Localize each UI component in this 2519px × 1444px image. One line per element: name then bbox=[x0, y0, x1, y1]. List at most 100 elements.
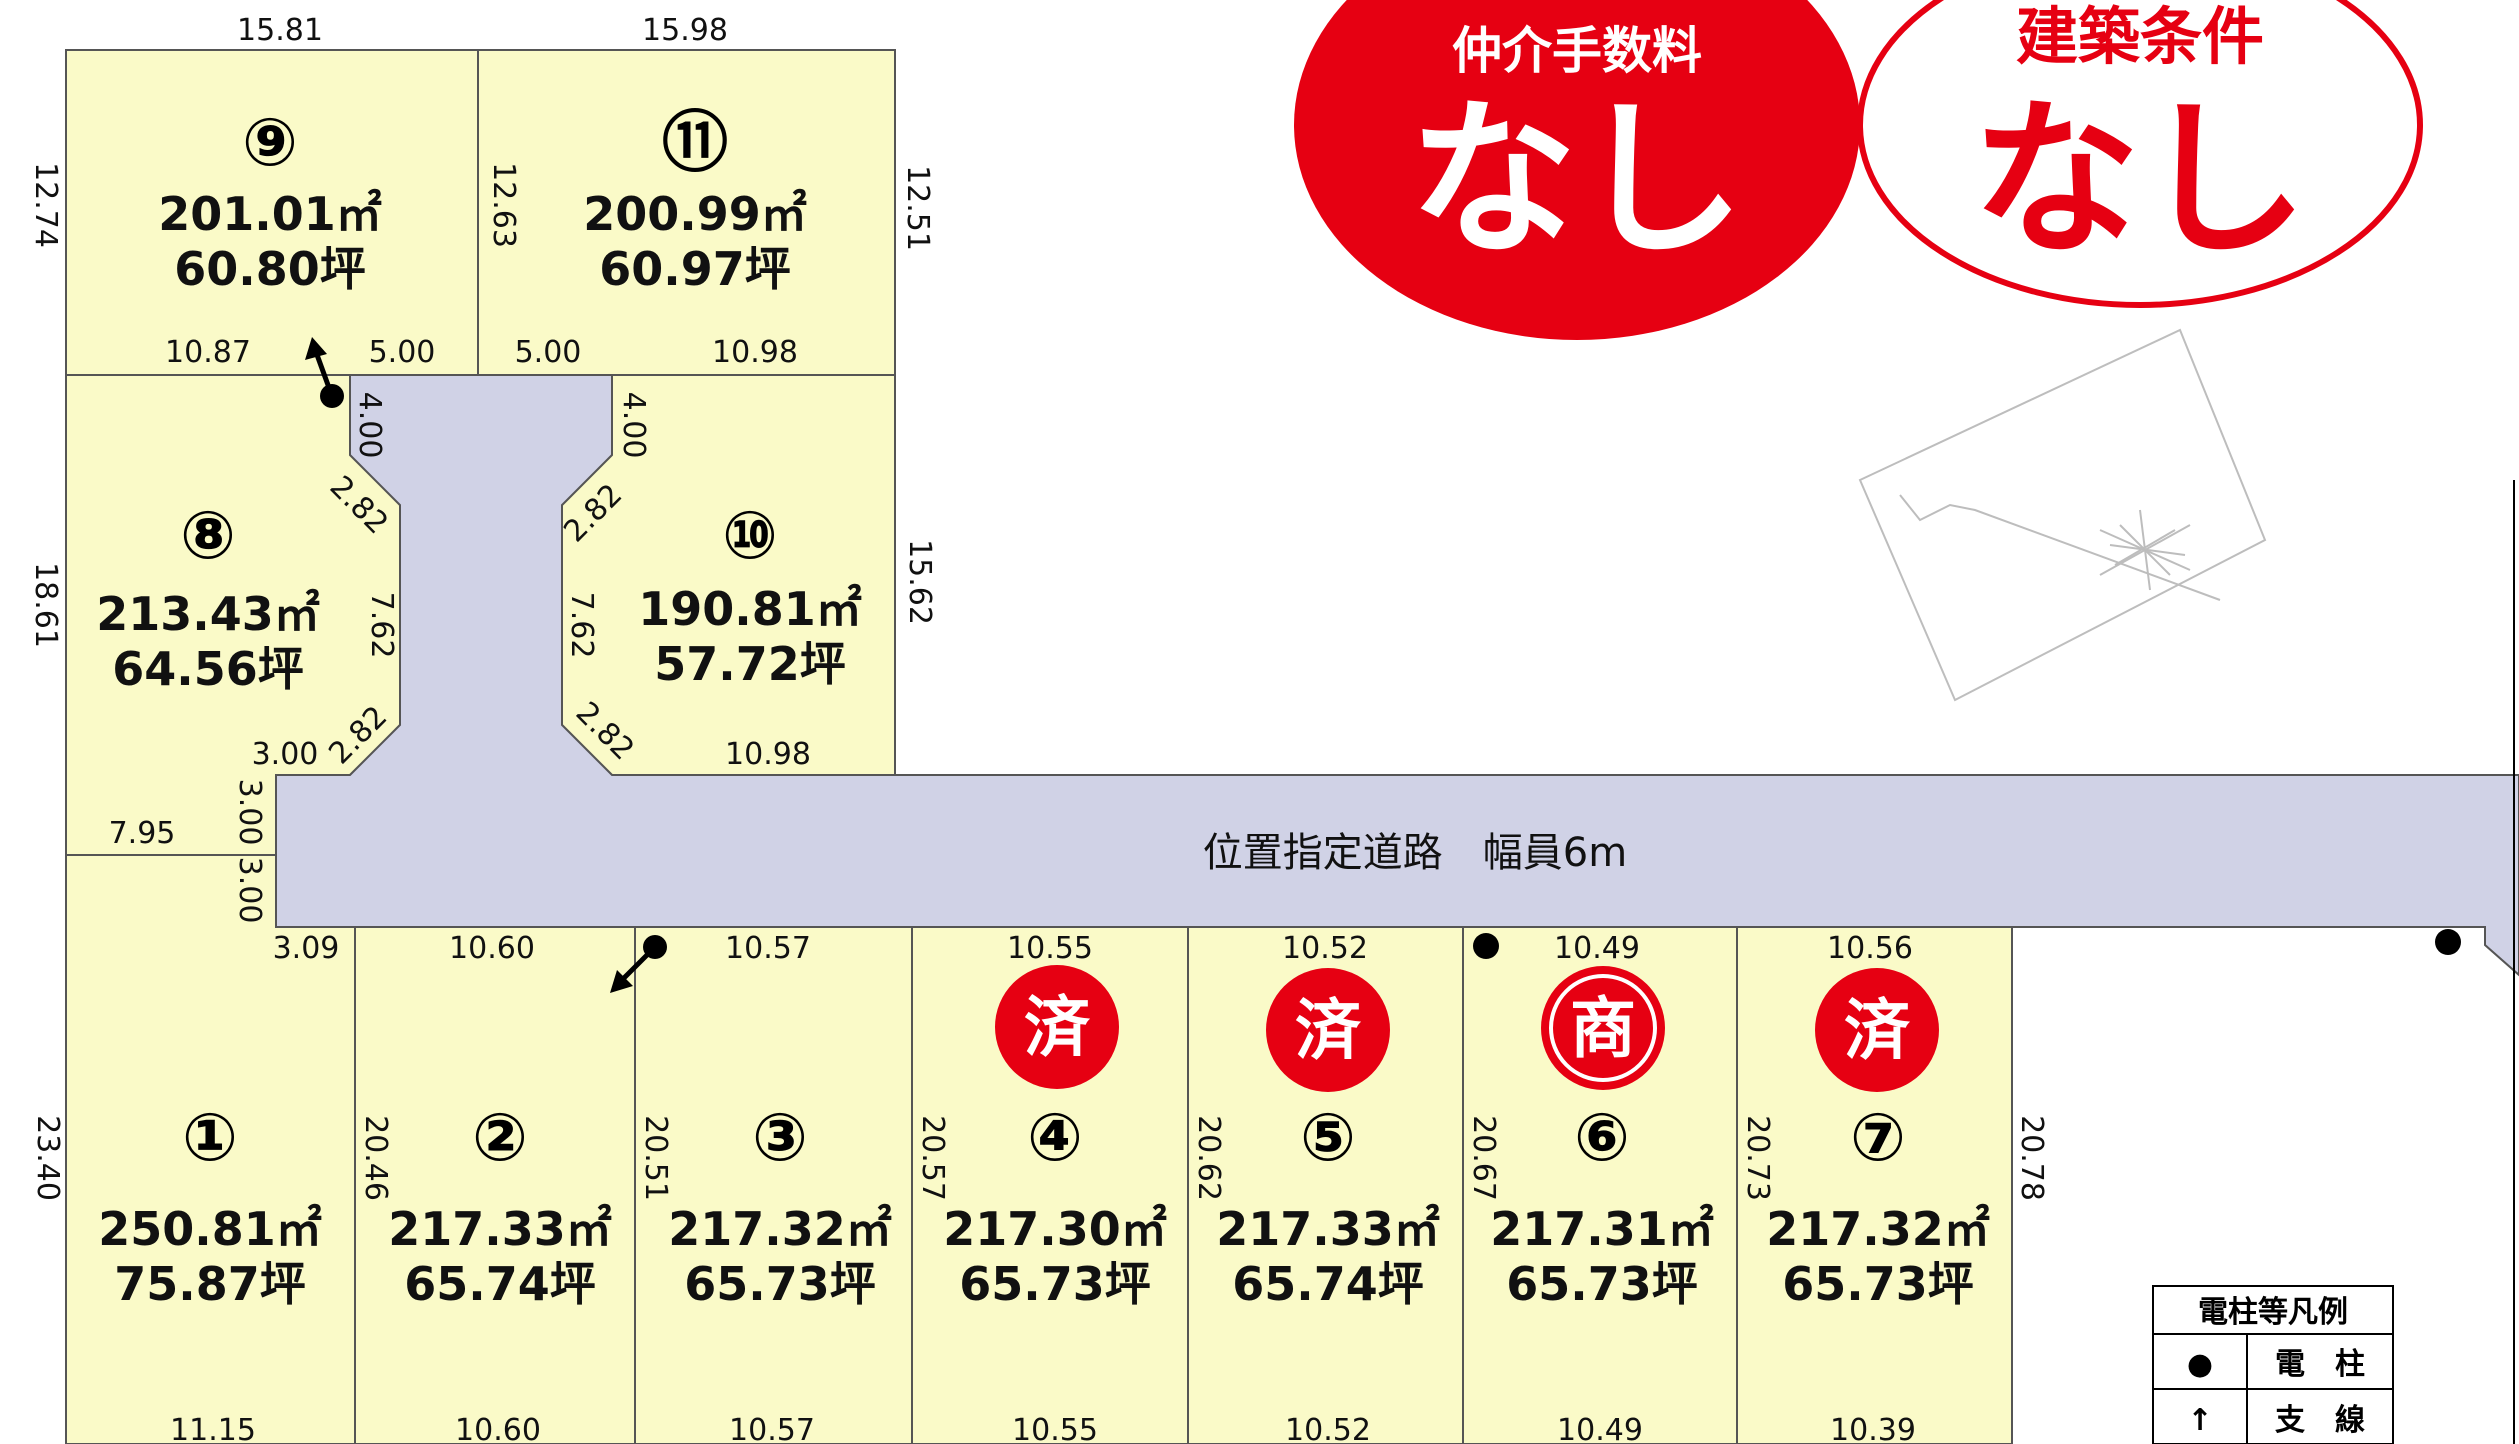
guy-wire-icon bbox=[313, 351, 335, 397]
lot-6-area-tsubo: 65.73坪 bbox=[1506, 1257, 1698, 1311]
lot-6-area-m2: 217.31㎡ bbox=[1490, 1202, 1714, 1256]
guy-wire-arrowhead-icon bbox=[610, 970, 633, 993]
lot-8-area-m2: 213.43㎡ bbox=[96, 587, 320, 641]
lot-10-number: ⑩ bbox=[722, 497, 778, 574]
lot-3-number: ③ bbox=[752, 1099, 808, 1176]
dim-right-10: 15.62 bbox=[902, 539, 937, 625]
dim-left-11: 12.63 bbox=[486, 162, 521, 248]
legend-pole-symbol: ● bbox=[2187, 1347, 2213, 1382]
lot-4-area-m2: 217.30㎡ bbox=[943, 1202, 1167, 1256]
lot-5-status-text: 済 bbox=[1295, 992, 1362, 1069]
lot-5-area-tsubo: 65.74坪 bbox=[1232, 1257, 1424, 1311]
lot-10-area-m2: 190.81㎡ bbox=[638, 582, 862, 636]
lot-1-area-tsubo: 75.87坪 bbox=[114, 1257, 306, 1311]
dim-top-11: 15.98 bbox=[642, 13, 728, 48]
dim-bottom-9-b: 5.00 bbox=[369, 335, 436, 370]
lot-8-area-tsubo: 64.56坪 bbox=[112, 642, 304, 696]
lot-7-area-m2: 217.32㎡ bbox=[1766, 1202, 1990, 1256]
badge-no-commission-main: なし bbox=[1409, 82, 1745, 278]
lot-5-number: ⑤ bbox=[1300, 1099, 1356, 1176]
lot-6-negotiation-ring bbox=[1549, 974, 1657, 1082]
lot-11-shape[interactable] bbox=[477, 49, 896, 376]
lot-7-sold-stamp bbox=[1815, 968, 1939, 1092]
lot-9-area-m2: 201.01㎡ bbox=[158, 187, 382, 241]
dim-left-4: 20.57 bbox=[915, 1115, 950, 1201]
legend-title: 電柱等凡例 bbox=[2198, 1295, 2348, 1330]
badge-no-commission-top: 仲介手数料 bbox=[1452, 22, 1702, 80]
dim-left-9: 12.74 bbox=[28, 162, 63, 248]
guy-wire-arrowhead-icon bbox=[305, 337, 327, 360]
dim-left-8: 18.61 bbox=[28, 562, 63, 648]
lot-6-number: ⑥ bbox=[1574, 1099, 1630, 1176]
dim-lot8-notch: 3.00 bbox=[252, 737, 319, 772]
dim-left-1: 23.40 bbox=[30, 1115, 65, 1201]
dim-top-4: 10.55 bbox=[1007, 931, 1093, 966]
lot-9-area-tsubo: 60.80坪 bbox=[174, 242, 366, 296]
guy-wire-icon bbox=[620, 945, 657, 982]
lot-labels: ⑨ 201.01㎡ 60.80坪 ⑪ 200.99㎡ 60.97坪 ⑧ 213.… bbox=[96, 104, 1990, 1311]
dim-lot8-bottom: 7.95 bbox=[109, 816, 176, 851]
lot-7-area-tsubo: 65.73坪 bbox=[1782, 1257, 1974, 1311]
utility-pole-icon bbox=[1473, 933, 1499, 959]
lot-8-number: ⑧ bbox=[180, 497, 236, 574]
dim-bottom-9-a: 10.87 bbox=[165, 335, 251, 370]
legend-guy-wire-label: 支 線 bbox=[2275, 1403, 2365, 1438]
lot-4-area-tsubo: 65.73坪 bbox=[959, 1257, 1151, 1311]
lot-1-area-m2: 250.81㎡ bbox=[98, 1202, 322, 1256]
dim-left-3: 20.51 bbox=[638, 1115, 673, 1201]
dim-notch-vertical-2: 3.00 bbox=[232, 857, 267, 924]
dim-top-9: 15.81 bbox=[237, 13, 323, 48]
badge-no-commission: 仲介手数料 なし bbox=[1294, 0, 1860, 340]
dim-top-5: 10.52 bbox=[1282, 931, 1368, 966]
dim-left-2: 20.46 bbox=[358, 1115, 393, 1201]
lot-2-area-tsubo: 65.74坪 bbox=[404, 1257, 596, 1311]
dim-top-7: 10.56 bbox=[1827, 931, 1913, 966]
lot-9-shape[interactable] bbox=[65, 49, 479, 376]
dim-bottom-4: 10.55 bbox=[1012, 1413, 1098, 1444]
lot-4-number: ④ bbox=[1027, 1099, 1083, 1176]
compass-icon bbox=[1858, 328, 2267, 702]
dim-road-width-right: 4.00 bbox=[616, 392, 651, 459]
lot-9-number: ⑨ bbox=[242, 104, 298, 181]
lot-4-sold-stamp bbox=[995, 965, 1119, 1089]
road-label: 位置指定道路 幅員6m bbox=[1203, 830, 1627, 876]
lot-10-area-tsubo: 57.72坪 bbox=[654, 637, 846, 691]
lot-3-area-m2: 217.32㎡ bbox=[668, 1202, 892, 1256]
status-stamps: 済 済 商 済 bbox=[995, 965, 1939, 1092]
dim-bottom-2: 10.60 bbox=[455, 1413, 541, 1444]
lot-3-shape[interactable] bbox=[634, 926, 913, 1444]
dim-top-1: 3.09 bbox=[273, 931, 340, 966]
lots-layer bbox=[65, 49, 2013, 1444]
dim-bottom-5: 10.52 bbox=[1285, 1413, 1371, 1444]
lot-1-number: ① bbox=[182, 1099, 238, 1176]
dim-top-6: 10.49 bbox=[1554, 931, 1640, 966]
lot-7-number: ⑦ bbox=[1850, 1099, 1906, 1176]
dim-notch-vertical-1: 3.00 bbox=[232, 779, 267, 846]
dim-top-2: 10.60 bbox=[449, 931, 535, 966]
lot-11-area-tsubo: 60.97坪 bbox=[599, 242, 791, 296]
legend-pole-label: 電 柱 bbox=[2275, 1347, 2365, 1382]
legend-box: 電柱等凡例 ● 電 柱 ↑ 支 線 bbox=[2152, 1285, 2394, 1444]
lot-6-status-text: 商 bbox=[1570, 990, 1636, 1067]
dim-left-5: 20.62 bbox=[1191, 1115, 1226, 1201]
lot-7-status-text: 済 bbox=[1844, 992, 1911, 1069]
lot-3-area-tsubo: 65.73坪 bbox=[684, 1257, 876, 1311]
dim-bottom-7: 10.39 bbox=[1830, 1413, 1916, 1444]
dim-left-7: 20.73 bbox=[1740, 1115, 1775, 1201]
lot-6-negotiation-stamp bbox=[1541, 966, 1665, 1090]
private-road bbox=[275, 374, 2519, 977]
dim-bottom-6: 10.49 bbox=[1557, 1413, 1643, 1444]
dim-stem-right: 7.62 bbox=[564, 592, 599, 659]
dim-right-11: 12.51 bbox=[900, 165, 935, 251]
dim-left-6: 20.67 bbox=[1466, 1115, 1501, 1201]
dim-bottom-11-a: 5.00 bbox=[515, 335, 582, 370]
badge-no-building-condition-main: なし bbox=[1972, 82, 2308, 278]
lot-11-number: ⑪ bbox=[662, 104, 728, 181]
lot-5-sold-stamp bbox=[1266, 968, 1390, 1092]
dim-right-7: 20.78 bbox=[2014, 1115, 2049, 1201]
lot-2-area-m2: 217.33㎡ bbox=[388, 1202, 612, 1256]
lot-2-number: ② bbox=[472, 1099, 528, 1176]
dim-bottom-10: 10.98 bbox=[725, 737, 811, 772]
lot-2-shape[interactable] bbox=[354, 926, 636, 1444]
